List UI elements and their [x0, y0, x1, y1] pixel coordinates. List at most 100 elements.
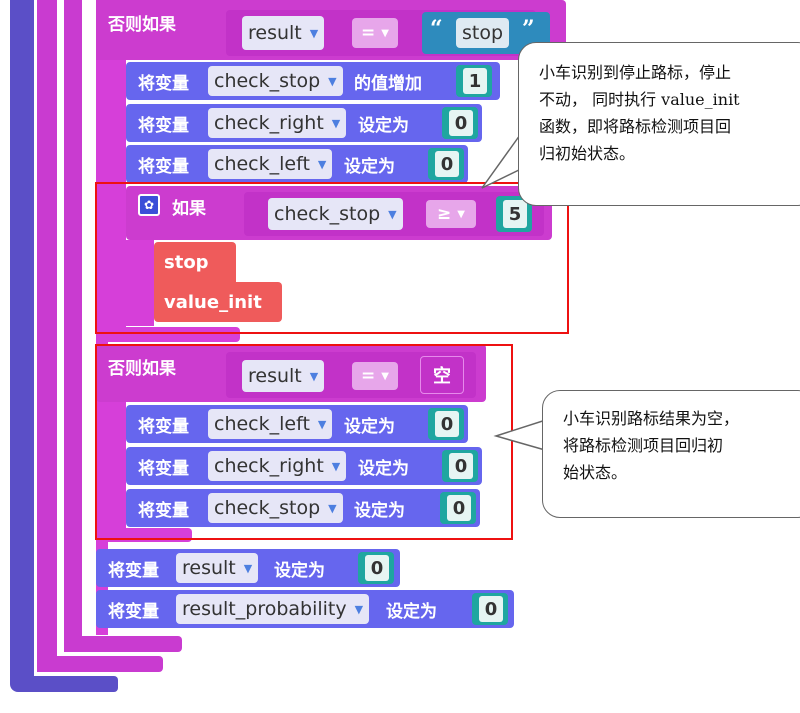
chevron-down-icon: ▼ — [317, 157, 327, 171]
var-dropdown-check-left[interactable]: check_left▼ — [208, 409, 333, 439]
var-dropdown-result[interactable]: result▼ — [242, 360, 325, 392]
callout-bottom-line: 将路标检测项目回归初 — [563, 436, 724, 455]
highlight-frame-elseif — [95, 344, 513, 540]
number-block[interactable]: 0 — [428, 148, 464, 180]
var-dropdown-result[interactable]: result▼ — [242, 16, 325, 50]
elseif-label: 否则如果 — [108, 358, 176, 379]
callout-bottom-line: 始状态。 — [563, 463, 628, 482]
branch-column-1 — [108, 60, 126, 342]
operator-dropdown[interactable]: =▼ — [352, 18, 398, 48]
var-dropdown-check-stop[interactable]: check_stop▼ — [208, 493, 343, 523]
chevron-down-icon: ▼ — [381, 370, 389, 382]
number-input[interactable]: 1 — [463, 68, 487, 94]
var-dropdown-check-right[interactable]: check_right▼ — [208, 108, 347, 138]
stmt-set-check-left[interactable]: 将变量 check_left▼ 设定为 0 — [126, 145, 468, 183]
number-block[interactable]: 0 — [442, 107, 478, 139]
chevron-down-icon: ▼ — [331, 116, 341, 130]
bar-level3 — [64, 0, 82, 652]
chevron-down-icon: ▼ — [457, 208, 465, 220]
callout-bottom: 小车识别路标结果为空， 将路标检测项目回归初 始状态。 — [542, 390, 800, 518]
chevron-down-icon: ▼ — [328, 501, 337, 515]
chevron-down-icon: ▼ — [317, 417, 327, 431]
number-input[interactable]: 0 — [479, 596, 503, 622]
stmt-suffix: 设定为 — [358, 458, 409, 479]
var-dropdown-check-stop[interactable]: check_stop▼ — [208, 66, 343, 96]
quote-close: ” — [522, 16, 535, 42]
callout-top-line: 函数，即将路标检测项目回 — [539, 117, 732, 136]
outer-bar-bottom — [10, 676, 118, 692]
chevron-down-icon: ▼ — [354, 602, 364, 616]
number-block[interactable]: 0 — [440, 492, 476, 524]
gear-icon[interactable]: ✿ — [138, 194, 160, 216]
number-block[interactable]: 0 — [442, 450, 478, 482]
chevron-down-icon: ▼ — [243, 561, 253, 575]
stmt-prefix: 将变量 — [138, 416, 189, 437]
elseif-block-1[interactable]: 否则如果 result▼ =▼ “ stop ” — [96, 0, 566, 60]
if-inner-column — [126, 240, 154, 326]
callout-top: 小车识别到停止路标，停止 不动， 同时执行 value_init 函数，即将路标… — [518, 42, 800, 206]
stmt-set-result[interactable]: 将变量 result▼ 设定为 0 — [96, 549, 400, 587]
number-block[interactable]: 0 — [428, 408, 464, 440]
number-block[interactable]: 0 — [358, 552, 394, 584]
quote-open: “ — [430, 16, 443, 42]
bar-level2-bottom — [37, 656, 163, 672]
chevron-down-icon: ▼ — [381, 27, 389, 39]
var-dropdown-check-right[interactable]: check_right▼ — [208, 451, 347, 481]
var-dropdown-check-left[interactable]: check_left▼ — [208, 149, 333, 179]
stmt-prefix: 将变量 — [138, 115, 189, 136]
var-dropdown-result[interactable]: result▼ — [176, 553, 259, 583]
bar-level4 — [96, 0, 108, 635]
chevron-down-icon: ▼ — [309, 26, 319, 40]
var-dropdown-result-probability[interactable]: result_probability▼ — [176, 594, 370, 624]
string-input-stop[interactable]: stop — [456, 18, 510, 48]
number-input[interactable]: 0 — [435, 411, 459, 437]
stmt-suffix: 的值增加 — [354, 73, 422, 94]
outer-bar-left — [10, 0, 34, 690]
stmt-prefix: 将变量 — [108, 560, 159, 581]
stmt-prefix: 将变量 — [138, 458, 189, 479]
stop-block[interactable]: stop — [154, 242, 236, 282]
branch-column-2 — [108, 402, 126, 540]
callout-top-line: 小车识别到停止路标，停止 — [539, 63, 732, 82]
stmt-check-stop-increment[interactable]: 将变量 check_stop▼ 的值增加 1 — [126, 62, 500, 100]
callout-bottom-line: 小车识别路标结果为空， — [563, 409, 740, 428]
highlight-frame-if — [95, 182, 569, 334]
var-dropdown-check-stop[interactable]: check_stop▼ — [268, 198, 403, 230]
operator-dropdown[interactable]: =▼ — [352, 362, 398, 390]
stmt-prefix: 将变量 — [138, 500, 189, 521]
value-init-block[interactable]: value_init — [154, 282, 282, 322]
callout-top-line: 归初始状态。 — [539, 144, 636, 163]
number-input[interactable]: 0 — [449, 453, 473, 479]
elseif-label: 否则如果 — [108, 14, 176, 35]
stmt-suffix: 设定为 — [274, 560, 325, 581]
stmt-prefix: 将变量 — [138, 156, 189, 177]
operator-dropdown[interactable]: ≥▼ — [426, 200, 476, 228]
branch-column-1-foot — [108, 327, 240, 342]
text-input-empty[interactable]: 空 — [420, 356, 464, 394]
number-input[interactable]: 0 — [435, 151, 459, 177]
stmt-suffix: 设定为 — [354, 500, 405, 521]
stmt-suffix: 设定为 — [358, 115, 409, 136]
number-input[interactable]: 0 — [449, 110, 473, 136]
stmt-prefix: 将变量 — [108, 601, 159, 622]
stmt-set-check-right[interactable]: 将变量 check_right▼ 设定为 0 — [126, 104, 482, 142]
number-block[interactable]: 0 — [472, 593, 508, 625]
number-block[interactable]: 5 — [496, 196, 532, 232]
stmt-suffix: 设定为 — [386, 601, 437, 622]
stmt-prefix: 将变量 — [138, 73, 189, 94]
number-block[interactable]: 1 — [456, 65, 492, 97]
number-input[interactable]: 0 — [447, 495, 471, 521]
stmt-set-check-stop-2[interactable]: 将变量 check_stop▼ 设定为 0 — [126, 489, 480, 527]
number-input[interactable]: 0 — [365, 555, 389, 581]
bar-level2 — [37, 0, 57, 672]
stmt-set-result-probability[interactable]: 将变量 result_probability▼ 设定为 0 — [96, 590, 514, 628]
callout-top-line: 不动， 同时执行 value_init — [539, 90, 740, 109]
if-block-inner[interactable]: ✿ 如果 check_stop▼ ≥▼ 5 — [126, 186, 552, 240]
stmt-set-check-left-2[interactable]: 将变量 check_left▼ 设定为 0 — [126, 405, 468, 443]
number-input[interactable]: 5 — [503, 200, 527, 228]
stmt-suffix: 设定为 — [344, 416, 395, 437]
stmt-set-check-right-2[interactable]: 将变量 check_right▼ 设定为 0 — [126, 447, 482, 485]
chevron-down-icon: ▼ — [309, 369, 319, 383]
elseif-block-2[interactable]: 否则如果 result▼ =▼ 空 — [96, 344, 486, 402]
if-label: 如果 — [172, 198, 206, 219]
